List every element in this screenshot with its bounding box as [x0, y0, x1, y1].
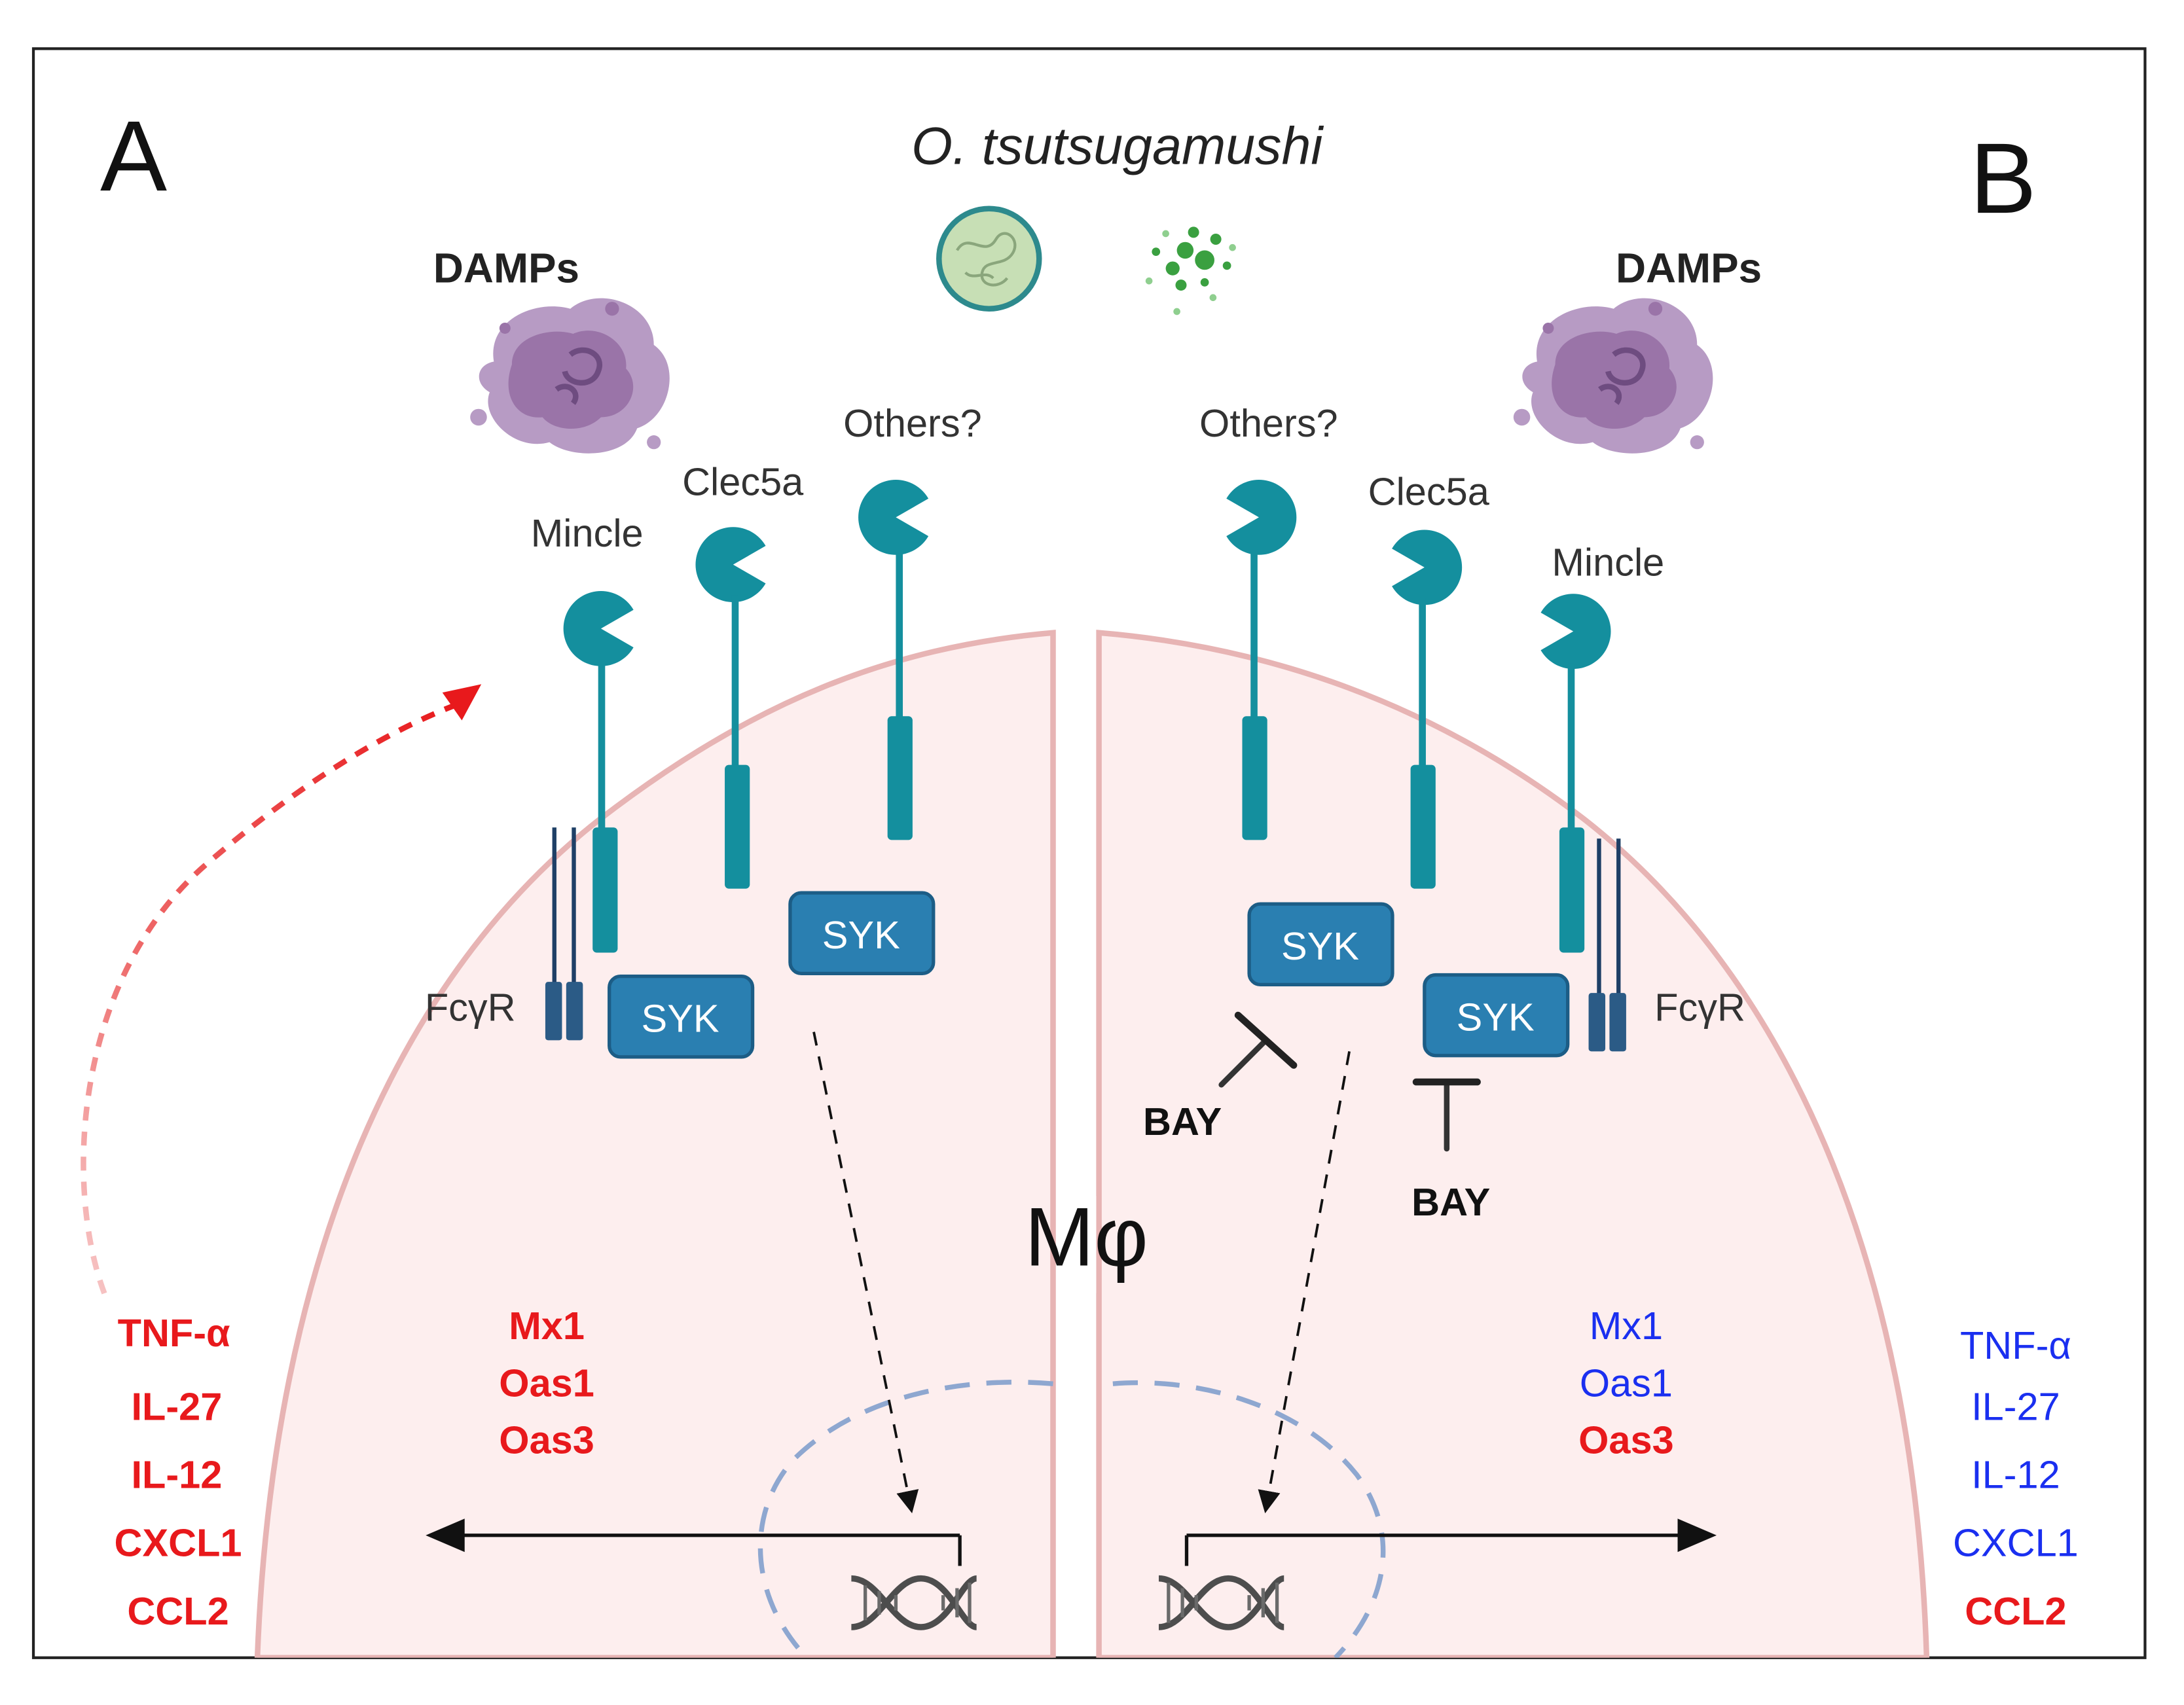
- cell-half-right: [1096, 630, 1930, 1658]
- damps-icon-right: [1513, 298, 1713, 454]
- receptor-mincle-right: [1540, 594, 1611, 953]
- feedback-arrow-head: [442, 684, 482, 721]
- svg-text:SYK: SYK: [822, 913, 900, 957]
- isg-list-left: Mx1 Oas1 Oas3: [499, 1304, 594, 1462]
- receptor-others-right: [1226, 480, 1297, 840]
- syk-box-left-2: SYK: [788, 891, 936, 976]
- receptor-label-mincle-right: Mincle: [1552, 541, 1664, 584]
- damps-label-left: DAMPs: [433, 244, 579, 291]
- svg-text:SYK: SYK: [1457, 995, 1535, 1039]
- bay-inhibitor-2: BAY: [1411, 1078, 1490, 1224]
- cytokine-ccl2-left: CCL2: [127, 1589, 228, 1633]
- damps-icon-left: [470, 298, 670, 454]
- cytokine-tnfa-left: TNF-α: [118, 1311, 230, 1355]
- gene-oas1-left: Oas1: [499, 1361, 594, 1405]
- receptor-mincle-left: [563, 591, 634, 953]
- cell-label: Mφ: [1025, 1191, 1148, 1284]
- isg-list-right: Mx1 Oas1 Oas3: [1578, 1304, 1674, 1462]
- cytokine-tnfa-right: TNF-α: [1960, 1323, 2071, 1367]
- receptor-label-clec5a-right: Clec5a: [1368, 469, 1490, 513]
- nucleus-right: [1112, 1380, 1386, 1658]
- panel-b-letter: B: [1970, 123, 2037, 234]
- receptor-clec5a-left: [695, 527, 766, 889]
- dna-icon-right: [1158, 1575, 1285, 1630]
- nucleus-left: [757, 1380, 1053, 1658]
- cytokine-cxcl1-left: CXCL1: [115, 1521, 242, 1565]
- svg-text:SYK: SYK: [1281, 924, 1359, 968]
- cytokine-il27-right: IL-27: [1971, 1384, 2060, 1428]
- cytokine-il12-right: IL-12: [1971, 1453, 2060, 1497]
- fcgr-label-right: FcγR: [1654, 986, 1745, 1030]
- transcription-arrow-left: [426, 1518, 962, 1566]
- cytokine-cxcl1-right: CXCL1: [1953, 1521, 2079, 1565]
- signal-arrow-right: [1258, 1051, 1351, 1514]
- fcgr-label-left: FcγR: [425, 986, 516, 1030]
- syk-box-right-2: SYK: [1423, 973, 1570, 1058]
- bacterial-fragments-icon: [1145, 226, 1236, 315]
- receptor-label-clec5a-left: Clec5a: [682, 459, 804, 503]
- fcgr-left: [545, 827, 583, 1041]
- svg-text:BAY: BAY: [1143, 1100, 1222, 1143]
- dna-icon-left: [850, 1575, 977, 1630]
- gene-oas1-right: Oas1: [1580, 1361, 1673, 1405]
- bacterium-icon: [936, 206, 1042, 312]
- cytokine-il12-left: IL-12: [131, 1453, 222, 1497]
- svg-text:BAY: BAY: [1411, 1180, 1490, 1224]
- pathogen-label: O. tsutsugamushi: [911, 117, 1324, 176]
- fcgr-right: [1588, 838, 1626, 1052]
- signal-arrow-left: [812, 1032, 919, 1514]
- bay-inhibitor-1: BAY: [1143, 1011, 1298, 1143]
- receptor-clec5a-right: [1392, 529, 1463, 889]
- receptor-others-left: [858, 480, 929, 840]
- receptor-label-others-left: Others?: [843, 401, 982, 445]
- svg-text:SYK: SYK: [642, 997, 719, 1041]
- syk-box-right-1: SYK: [1247, 902, 1394, 987]
- syk-box-left-1: SYK: [608, 974, 755, 1059]
- cytokine-ccl2-right: CCL2: [1965, 1589, 2066, 1633]
- panel-a-letter: A: [100, 101, 167, 212]
- gene-mx1-right: Mx1: [1590, 1304, 1663, 1348]
- cytokine-il27-left: IL-27: [131, 1384, 222, 1428]
- gene-mx1-left: Mx1: [509, 1304, 585, 1348]
- receptor-label-mincle-left: Mincle: [531, 511, 644, 555]
- cytokine-list-right: TNF-α IL-27 IL-12 CXCL1 CCL2: [1953, 1323, 2079, 1633]
- transcription-arrow-right: [1184, 1518, 1717, 1566]
- receptor-label-others-right: Others?: [1199, 401, 1338, 445]
- cell-half-left: [254, 630, 1056, 1658]
- damps-label-right: DAMPs: [1616, 244, 1762, 291]
- cytokine-list-left: TNF-α IL-27 IL-12 CXCL1 CCL2: [115, 1311, 242, 1633]
- feedback-arrow: [81, 701, 460, 1295]
- cell-divider-gap: [1060, 1196, 1097, 1294]
- gene-oas3-right: Oas3: [1578, 1418, 1674, 1462]
- gene-oas3-left: Oas3: [499, 1418, 594, 1462]
